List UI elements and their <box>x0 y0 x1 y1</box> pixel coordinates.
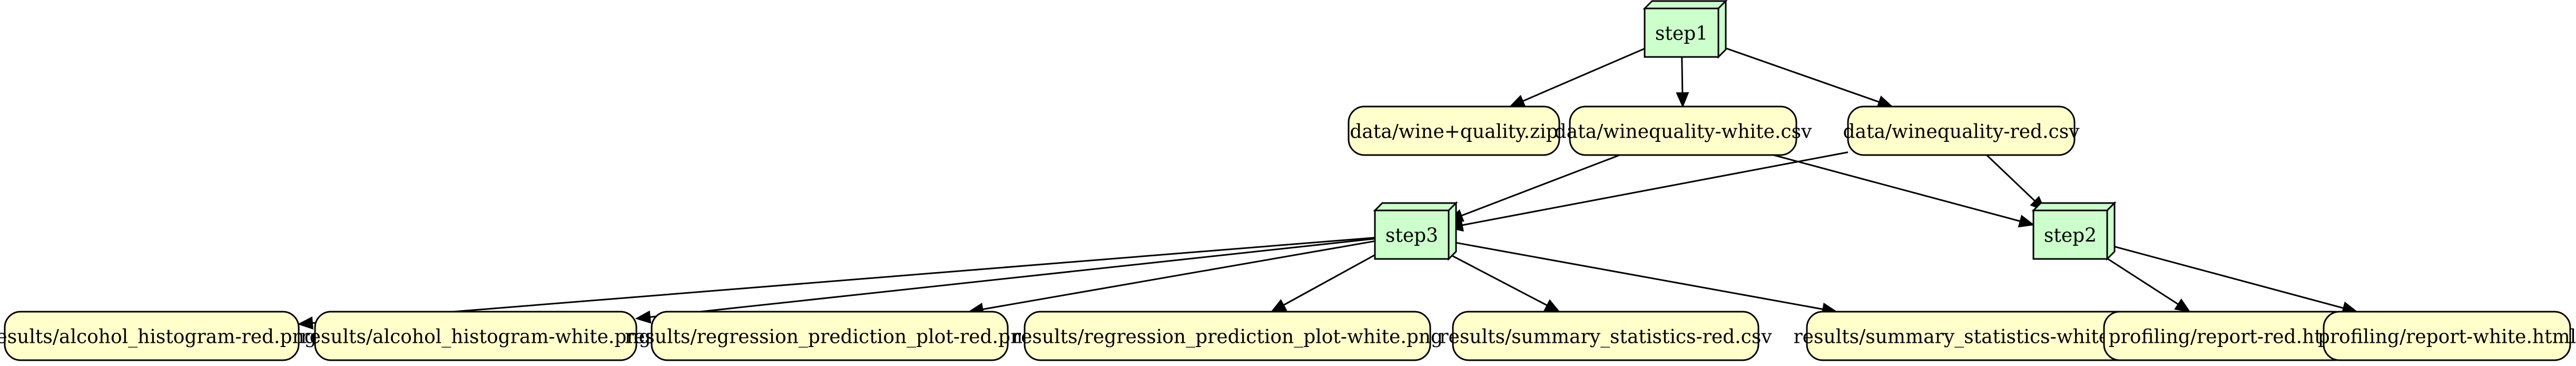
file-box-shape <box>651 311 1009 361</box>
edge-step2-to-prof_red <box>2107 257 2179 305</box>
edge-step3-to-reg_white <box>1283 254 1375 306</box>
file-box-shape <box>1847 105 2076 156</box>
file-box-shape <box>2323 311 2571 361</box>
arrowhead <box>1509 94 1526 108</box>
node-label: results/summary_statistics-white.csv <box>1793 326 2147 348</box>
arrowhead <box>297 316 313 330</box>
step-box-front-face <box>2032 209 2108 260</box>
file-box-shape <box>1569 105 1797 156</box>
file-node-regression-plot-white: results/regression_prediction_plot-white… <box>1012 311 1443 361</box>
arrowhead <box>1676 92 1689 108</box>
file-box-shape <box>1024 311 1431 361</box>
file-node-regression-plot-red: results/regression_prediction_plot-red.p… <box>625 311 1035 361</box>
node-label: data/wine+quality.zip <box>1350 121 1558 143</box>
edge-white_csv-to-step2 <box>1773 154 2021 222</box>
step3-node: step3 <box>1373 201 1458 261</box>
node-label: profiling/report-red.html <box>2109 326 2346 348</box>
node-label: results/summary_statistics-red.csv <box>1439 326 1772 348</box>
edge-step1-to-white_csv <box>1681 56 1684 93</box>
arrowhead <box>635 310 652 324</box>
file-node-alcohol-histogram-red: results/alcohol_histogram-red.png <box>0 311 317 361</box>
file-node-summary-stats-red: results/summary_statistics-red.csv <box>1439 311 1772 361</box>
arrowhead <box>1270 299 1287 313</box>
file-node-winequality-red-csv: data/winequality-red.csv <box>1843 105 2080 156</box>
step1-node: step1 <box>1643 0 1728 59</box>
node-label: results/regression_prediction_plot-red.p… <box>625 326 1035 348</box>
step-box-side-face <box>1717 0 1727 59</box>
file-node-profiling-report-red: profiling/report-red.html <box>2103 311 2352 361</box>
edge-step3-to-alc_white <box>650 238 1375 318</box>
edge-step3-to-sum_white <box>1448 240 1823 310</box>
file-box-shape <box>1348 105 1560 156</box>
node-label: profiling/report-white.html <box>2318 326 2576 348</box>
step-box-front-face <box>1374 209 1450 260</box>
step-box-top-face <box>1373 202 1458 211</box>
file-node-profiling-report-white: profiling/report-white.html <box>2318 311 2576 361</box>
edge-red_csv-to-step3 <box>1462 151 1849 226</box>
node-label: step1 <box>1655 23 1708 45</box>
edge-step3-to-sum_red <box>1448 253 1548 306</box>
node-label: results/regression_prediction_plot-white… <box>1012 326 1443 348</box>
edges-layer <box>297 45 2358 330</box>
edge-white_csv-to-step3 <box>1461 154 1620 217</box>
step-box-top-face <box>1643 0 1728 9</box>
node-label: results/alcohol_histogram-red.png <box>0 326 317 348</box>
file-node-winequality-white-csv: data/winequality-white.csv <box>1555 105 1812 156</box>
edge-red_csv-to-step2 <box>1986 154 2036 202</box>
edge-step1-to-red_csv <box>1718 45 1880 103</box>
file-box-shape <box>314 311 637 361</box>
step2-node: step2 <box>2031 201 2117 261</box>
node-label: step2 <box>2044 225 2097 247</box>
step-box-top-face <box>2031 202 2117 211</box>
node-label: step3 <box>1385 225 1438 247</box>
edge-step3-to-reg_red <box>982 240 1375 310</box>
node-label: data/winequality-white.csv <box>1555 121 1812 143</box>
edge-step3-to-alc_red <box>312 237 1375 324</box>
edge-step2-to-prof_white <box>2107 244 2344 309</box>
file-node-alcohol-histogram-white: results/alcohol_histogram-white.png <box>300 311 651 361</box>
arrowhead <box>2018 215 2035 228</box>
file-node-summary-stats-white: results/summary_statistics-white.csv <box>1793 311 2147 361</box>
step-box-side-face <box>2106 201 2116 261</box>
step-box-front-face <box>1644 7 1719 58</box>
arrowhead <box>2174 298 2191 313</box>
node-label: results/alcohol_histogram-white.png <box>300 326 651 348</box>
step-box-side-face <box>1448 201 1457 261</box>
edge-step1-to-wine_zip <box>1522 47 1645 102</box>
arrowhead <box>1543 299 1561 313</box>
file-box-shape <box>4 311 300 361</box>
file-node-wine-zip: data/wine+quality.zip <box>1348 105 1560 156</box>
file-box-shape <box>1452 311 1759 361</box>
node-label: data/winequality-red.csv <box>1843 121 2080 143</box>
